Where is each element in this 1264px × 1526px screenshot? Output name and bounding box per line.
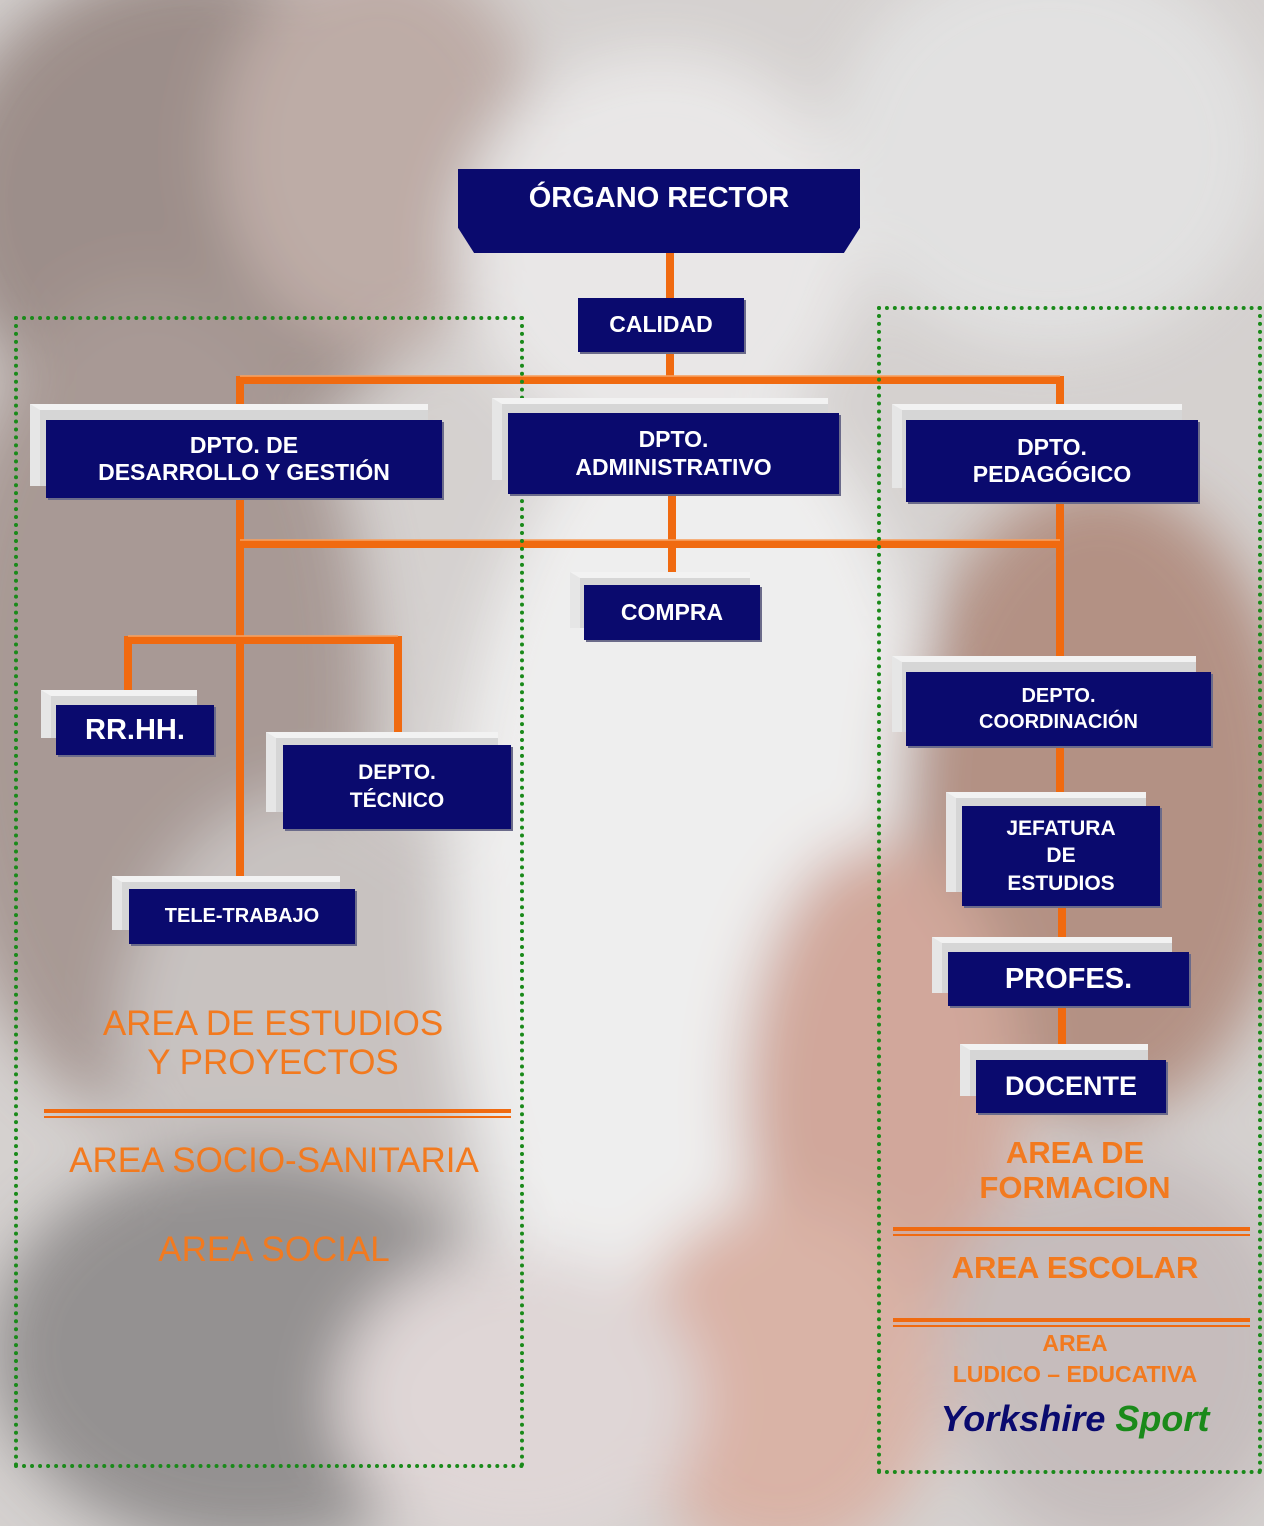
docente-box: DOCENTE: [976, 1060, 1166, 1113]
jefatura-line2: DE: [1046, 844, 1076, 868]
area-ludico-line2: LUDICO – EDUCATIVA: [952, 1361, 1198, 1388]
yorkshire-sport-logo: Yorkshire Sport: [890, 1398, 1260, 1440]
jefatura-line1: JEFATURA: [1006, 817, 1116, 841]
area-social: AREA SOCIAL: [158, 1230, 390, 1269]
dpto-pedagogico-line1: DPTO.: [1017, 433, 1087, 460]
area-socio-sanitaria: AREA SOCIO-SANITARIA: [69, 1141, 479, 1180]
depto-tecnico-line1: DEPTO.: [358, 760, 436, 784]
tele-trabajo-box: TELE-TRABAJO: [129, 889, 355, 944]
dpto-desarrollo-line1: DPTO. DE: [189, 431, 299, 458]
logo-word-sport: Sport: [1115, 1398, 1210, 1439]
area-formacion: AREA DE FORMACION: [890, 1135, 1260, 1205]
dpto-administrativo-box: DPTO. ADMINISTRATIVO: [508, 413, 839, 494]
logo-word-yorkshire: Yorkshire: [940, 1398, 1106, 1439]
rrhh-box: RR.HH.: [56, 705, 214, 755]
dpto-pedagogico-line2: PEDAGÓGICO: [972, 461, 1132, 487]
area-estudios-line2: Y PROYECTOS: [147, 1043, 399, 1083]
zone-left: [14, 316, 524, 1468]
organo-rector-box: ÓRGANO RECTOR: [458, 169, 860, 253]
dpto-desarrollo-line2: DESARROLLO Y GESTIÓN: [98, 459, 390, 485]
area-formacion-line1: AREA DE: [1005, 1135, 1145, 1170]
docente-label: DOCENTE: [1004, 1070, 1137, 1101]
tele-trabajo-label: TELE-TRABAJO: [164, 904, 320, 927]
dpto-pedagogico-box: DPTO. PEDAGÓGICO: [906, 420, 1198, 502]
calidad-label: CALIDAD: [609, 311, 713, 338]
profes-box: PROFES.: [948, 952, 1189, 1006]
area-formacion-line2: FORMACION: [979, 1169, 1171, 1205]
depto-coordinacion-line1: DEPTO.: [1021, 685, 1096, 707]
compra-box: COMPRA: [584, 585, 760, 640]
dpto-desarrollo-box: DPTO. DE DESARROLLO Y GESTIÓN: [46, 420, 442, 498]
depto-tecnico-box: DEPTO. TÉCNICO: [283, 745, 511, 829]
area-escolar: AREA ESCOLAR: [951, 1250, 1199, 1285]
dpto-administrativo-line1: DPTO.: [638, 426, 709, 453]
rrhh-label: RR.HH.: [85, 713, 185, 746]
compra-label: COMPRA: [620, 598, 724, 625]
depto-tecnico-line2: TÉCNICO: [349, 789, 445, 812]
left-divider: [44, 1109, 511, 1118]
area-estudios-line1: AREA DE ESTUDIOS: [102, 1004, 444, 1043]
profes-label: PROFES.: [1004, 962, 1133, 995]
right-divider-1: [893, 1227, 1250, 1236]
depto-coordinacion-line2: COORDINACIÓN: [979, 711, 1138, 733]
area-ludico-line1: AREA: [1042, 1330, 1108, 1356]
organo-rector-label: ÓRGANO RECTOR: [528, 182, 790, 214]
depto-coordinacion-box: DEPTO. COORDINACIÓN: [906, 672, 1211, 746]
zone-right: [877, 306, 1262, 1474]
area-ludico: AREA LUDICO – EDUCATIVA: [890, 1328, 1260, 1390]
calidad-box: CALIDAD: [578, 298, 744, 352]
jefatura-line3: ESTUDIOS: [1007, 871, 1115, 895]
area-estudios: AREA DE ESTUDIOS Y PROYECTOS: [40, 1004, 506, 1082]
right-divider-2: [893, 1318, 1250, 1327]
dpto-administrativo-line2: ADMINISTRATIVO: [575, 453, 772, 480]
jefatura-box: JEFATURA DE ESTUDIOS: [962, 806, 1160, 906]
